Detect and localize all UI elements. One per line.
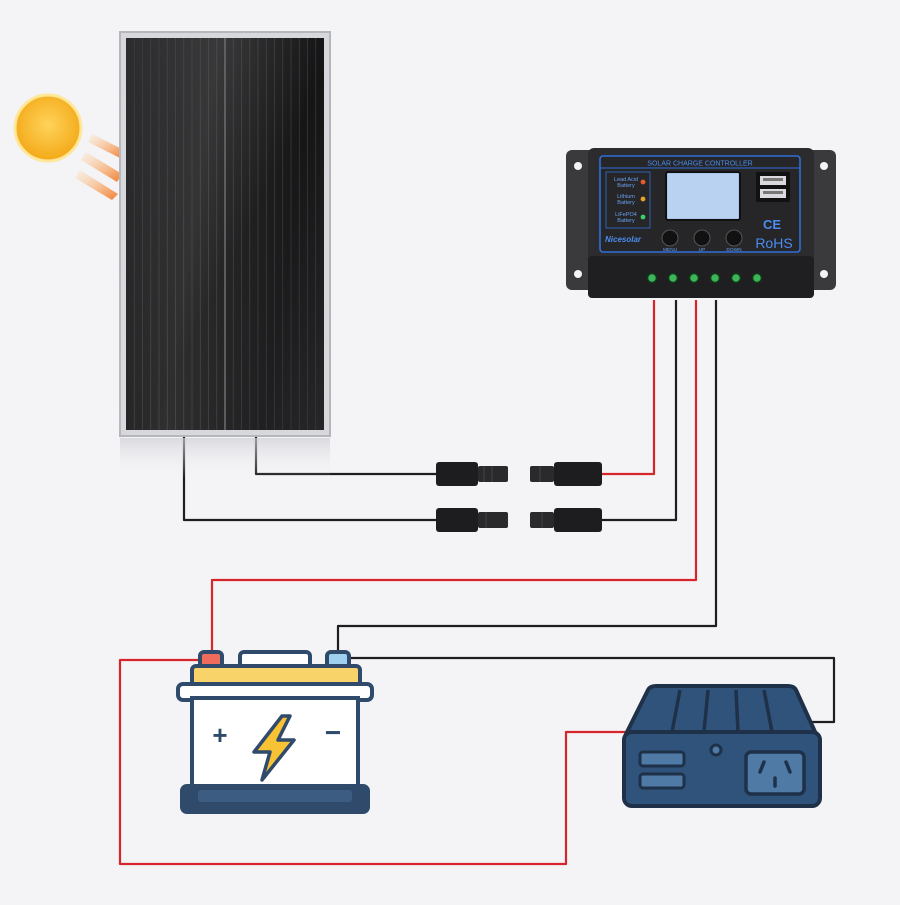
battery: + −	[176, 650, 374, 814]
ce-mark: CE	[763, 217, 781, 232]
battery-inverter-positive-wire	[118, 658, 626, 866]
indicator-led	[640, 179, 646, 185]
up-button-label: UP	[699, 247, 706, 253]
battery-inverter-negative-wire	[346, 656, 836, 724]
battery-minus-symbol: −	[325, 717, 341, 748]
battery-type-label: Battery	[617, 218, 635, 224]
wires	[118, 300, 836, 866]
rohs-mark: RoHS	[755, 235, 792, 251]
battery-plus-symbol: +	[212, 720, 227, 750]
controller-pv-negative-wire	[600, 300, 678, 522]
panel-reflection	[120, 438, 330, 478]
inverter-indicator	[709, 743, 723, 757]
inverter-top	[624, 684, 818, 736]
battery-type-label: Lithium	[617, 194, 635, 200]
menu-button-label: MENU	[663, 247, 678, 253]
mc4-connector-female-bottom	[530, 508, 602, 532]
terminal-screw	[667, 272, 679, 284]
mc4-connector-female-top	[530, 462, 602, 486]
indicator-led	[640, 214, 646, 220]
controller-heading: SOLAR CHARGE CONTROLLER	[647, 161, 752, 168]
terminal-screw	[709, 272, 721, 284]
terminal-screw	[646, 272, 658, 284]
menu-button[interactable]	[661, 229, 679, 247]
terminal-screw	[688, 272, 700, 284]
terminal-screws	[646, 272, 763, 284]
lightning-bolt-icon	[252, 714, 296, 782]
solar-panel	[65, 31, 331, 478]
brand-label: Nicesolar	[605, 235, 642, 244]
up-button[interactable]	[693, 229, 711, 247]
terminal-strip	[588, 256, 814, 298]
controller-battery-negative-wire	[336, 300, 718, 652]
controller-pv-positive-wire	[600, 300, 656, 476]
charge-controller: SOLAR CHARGE CONTROLLER Lead Acid Batter…	[566, 148, 836, 298]
inverter	[622, 684, 822, 808]
indicator-led	[640, 196, 646, 202]
inverter-display-slot	[638, 772, 686, 790]
mc4-connector-male-bottom	[436, 508, 508, 532]
down-button-label: DOWN	[726, 247, 742, 253]
usb-port-icon	[756, 172, 790, 202]
battery-type-label: Lead Acid	[614, 177, 638, 183]
down-button[interactable]	[725, 229, 743, 247]
battery-type-label: Battery	[617, 183, 635, 189]
controller-battery-positive-wire	[210, 300, 698, 652]
power-socket-icon[interactable]	[744, 750, 806, 796]
inverter-display-slot	[638, 750, 686, 768]
terminal-screw	[751, 272, 763, 284]
terminal-screw	[730, 272, 742, 284]
mc4-connector-male-top	[436, 462, 508, 486]
battery-type-label: Battery	[617, 200, 635, 206]
battery-type-label: LiFePO4	[615, 212, 637, 218]
